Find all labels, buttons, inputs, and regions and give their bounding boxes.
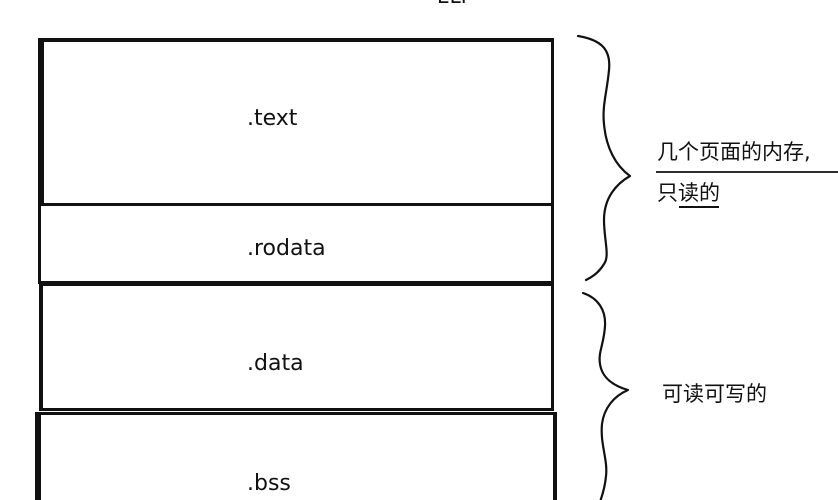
data-section-label: .data <box>247 351 304 376</box>
text-section-label: .text <box>247 106 298 131</box>
lower-brace <box>581 291 630 500</box>
bss-section-label: .bss <box>247 471 291 496</box>
readonly-note-line2: 只读的 <box>657 181 720 205</box>
readonly-note-line1: 几个页面的内存, <box>657 140 811 164</box>
text-section-box <box>38 38 554 206</box>
rodata-section-label: .rodata <box>247 236 326 261</box>
readwrite-note: 可读可写的 <box>662 382 767 406</box>
upper-brace <box>576 34 632 282</box>
data-section-box <box>39 283 554 411</box>
top-cut-label: ELF <box>437 0 472 8</box>
bss-section-box <box>35 412 557 500</box>
rodata-section-box <box>38 203 554 284</box>
